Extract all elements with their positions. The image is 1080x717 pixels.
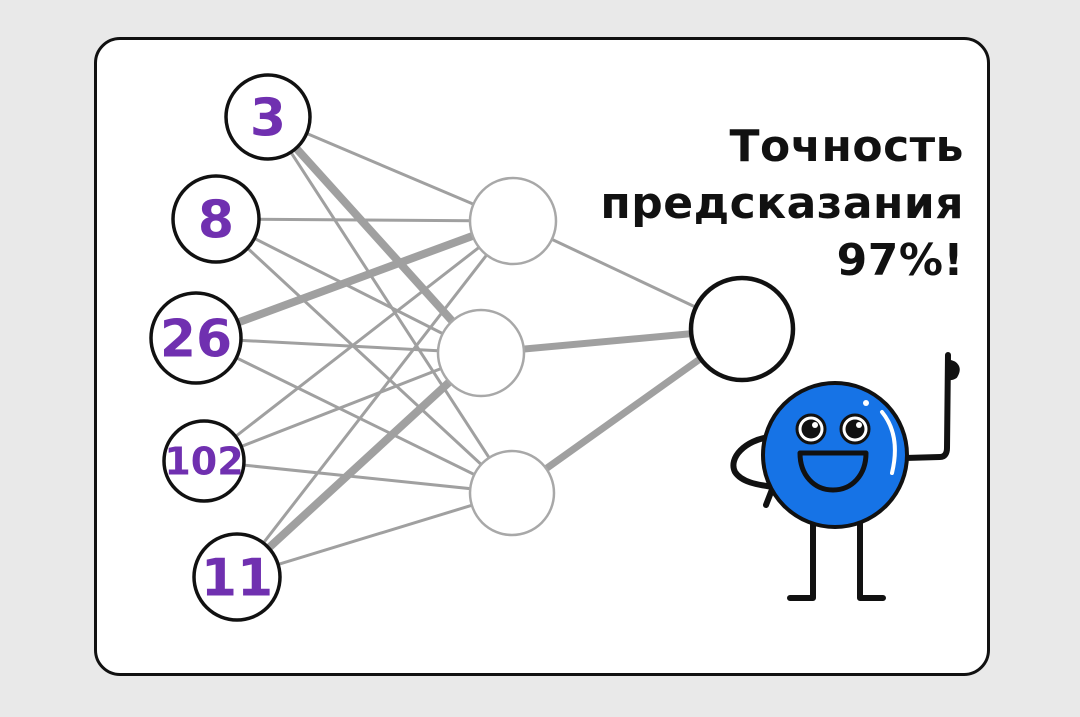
caption-line-2: предсказания (600, 178, 964, 229)
input-node-4: 102 (162, 419, 246, 503)
input-node-label: 8 (198, 191, 234, 251)
network-edges (194, 114, 745, 580)
input-node-label: 11 (201, 549, 273, 609)
input-node-2: 8 (171, 174, 261, 264)
input-node-1: 3 (224, 73, 312, 161)
edge (195, 336, 482, 355)
network-nodes: 38 26 102 11 (149, 73, 796, 622)
edge (266, 116, 514, 494)
hidden-node-3 (468, 449, 556, 537)
caption-line-1: Точность (729, 121, 964, 172)
edge (234, 350, 484, 580)
edge (195, 336, 513, 495)
edge (203, 459, 513, 495)
edge (214, 217, 514, 495)
edge (215, 217, 514, 223)
caption-line-3: 97%! (836, 235, 964, 286)
edge (194, 217, 515, 342)
edge (267, 115, 514, 223)
input-node-5: 11 (192, 532, 282, 622)
output-node (688, 275, 796, 383)
edge (265, 114, 484, 356)
edge (215, 217, 482, 355)
input-node-label: 3 (250, 89, 286, 149)
prediction-accuracy-caption: Точность предсказания 97%! (600, 118, 964, 289)
input-node-label: 26 (160, 310, 232, 370)
edge (203, 219, 514, 463)
hidden-node-1 (468, 176, 558, 266)
edge (203, 351, 482, 463)
edge (236, 491, 513, 579)
hidden-node-2 (436, 308, 526, 398)
input-node-3: 26 (149, 291, 243, 385)
input-node-label: 102 (164, 440, 243, 484)
edge (235, 220, 515, 578)
mascot-icon (730, 352, 960, 601)
